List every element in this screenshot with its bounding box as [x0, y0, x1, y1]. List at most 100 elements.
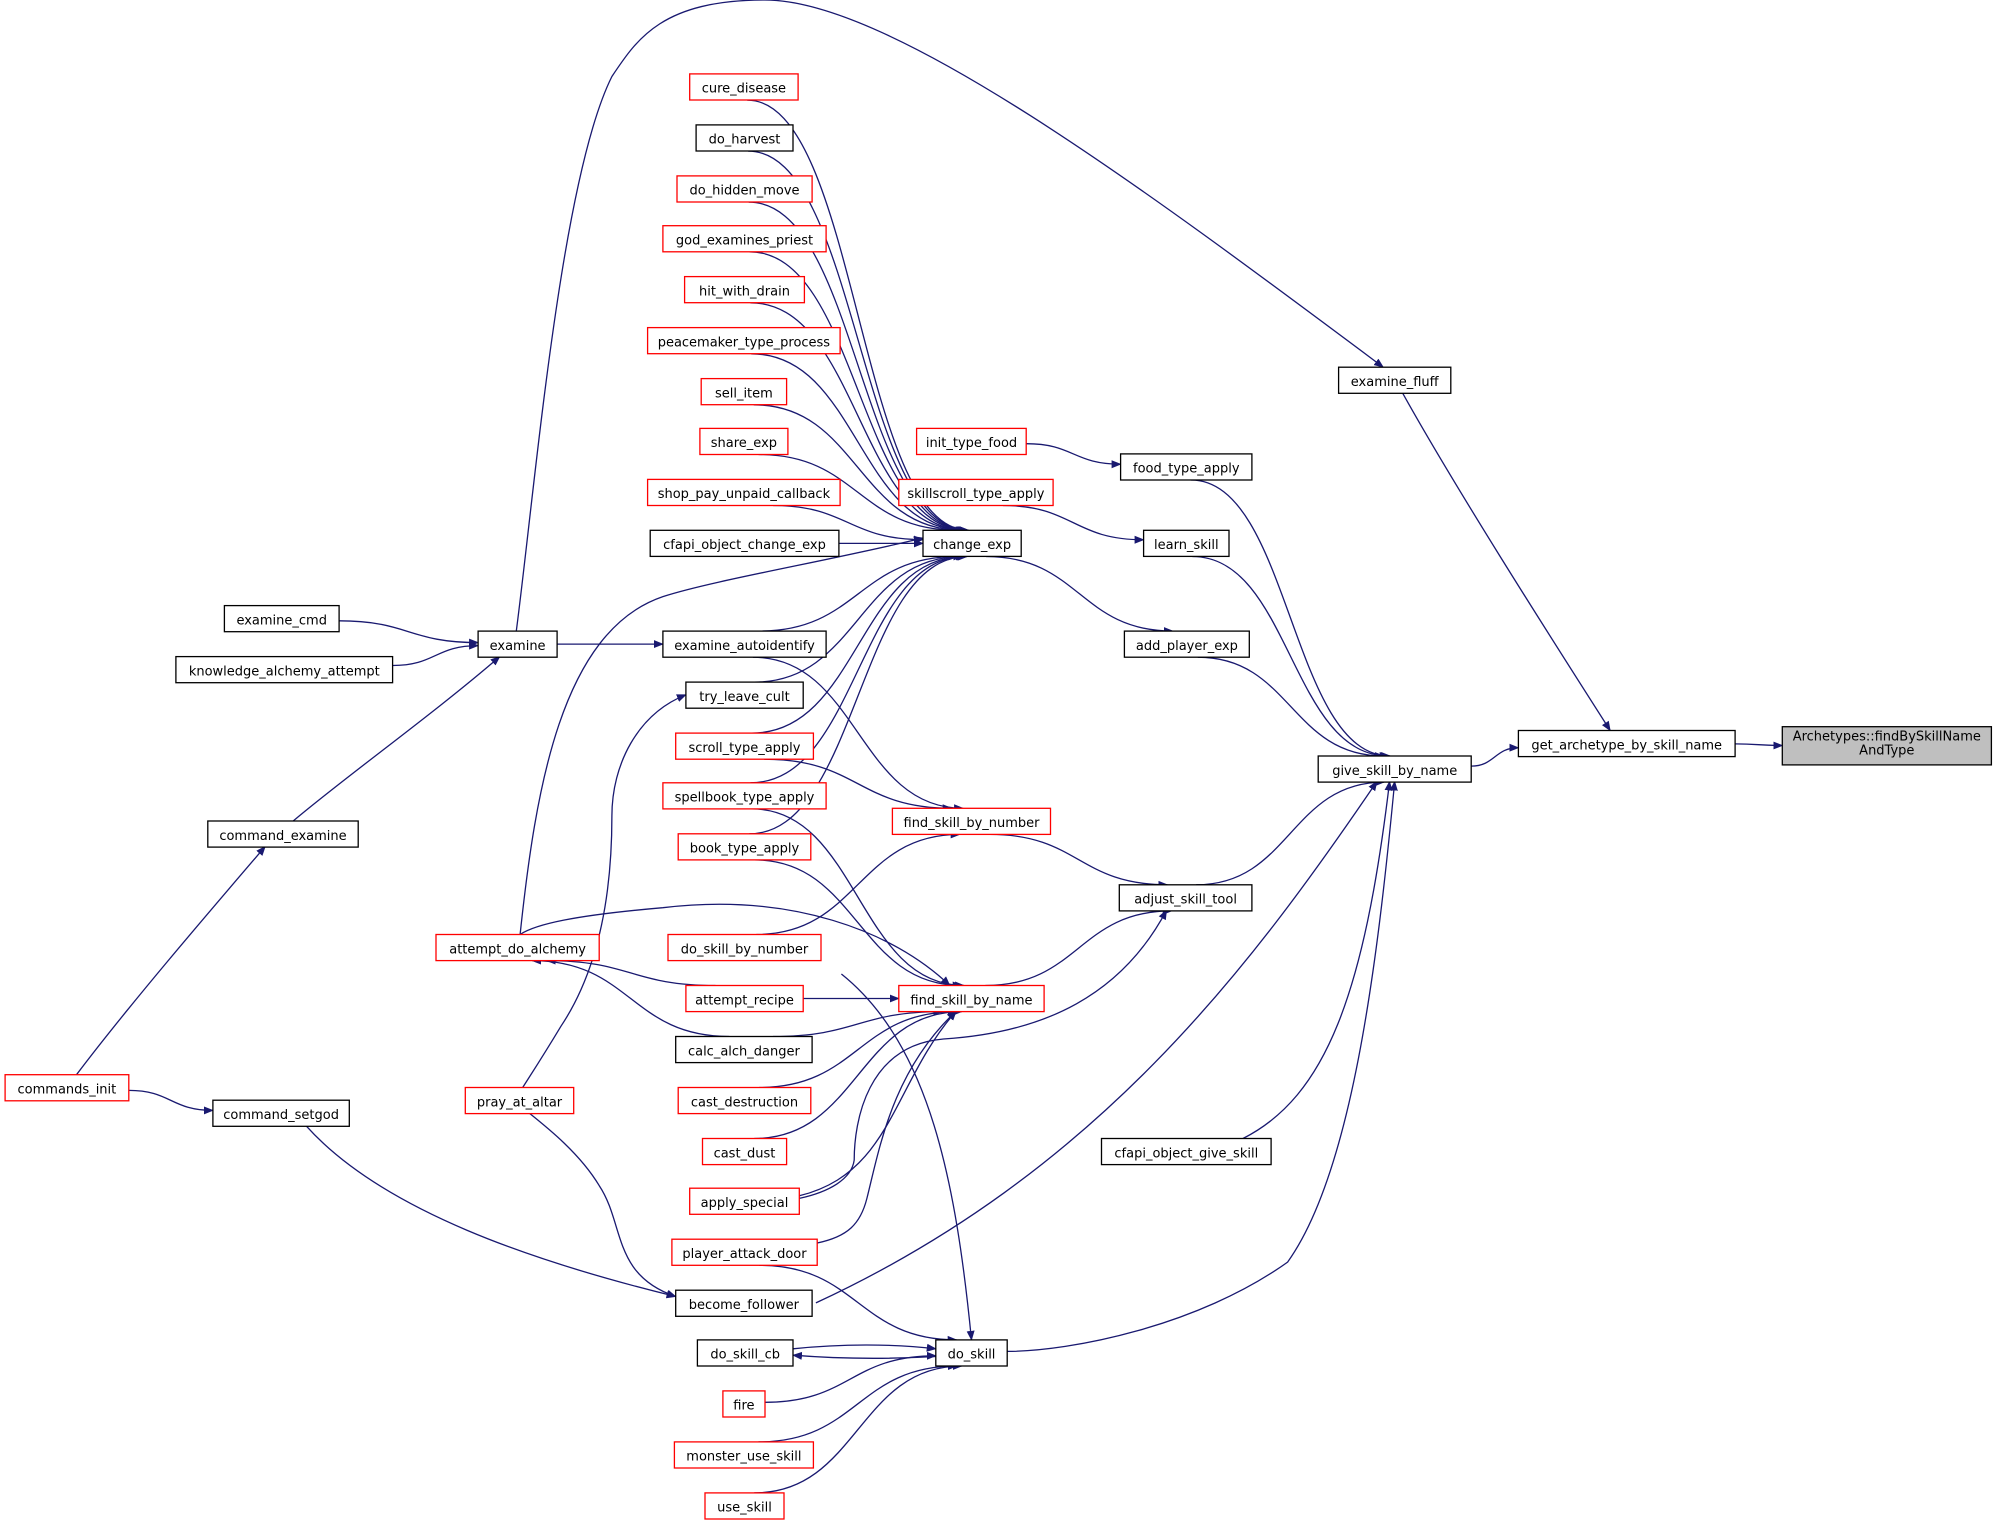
node-command_setgod[interactable]: command_setgod: [212, 1099, 350, 1127]
node-label-change_exp: change_exp: [933, 538, 1011, 553]
edge-change_exp-to-share_exp: [758, 453, 959, 535]
node-box-calc_alch_danger: [675, 1035, 813, 1064]
node-do_harvest[interactable]: do_harvest: [695, 124, 794, 152]
node-box-do_skill_by_number: [667, 933, 822, 962]
node-fire[interactable]: fire: [722, 1390, 766, 1418]
node-label-spellbook_type_apply: spellbook_type_apply: [675, 791, 815, 806]
node-box-shop_pay: [646, 478, 841, 507]
node-player_attack_door[interactable]: player_attack_door: [671, 1238, 818, 1266]
edge-change_exp-to-sell_item: [753, 404, 964, 535]
node-label-apply_special: apply_special: [701, 1196, 789, 1211]
node-do_skill_cb[interactable]: do_skill_cb: [696, 1339, 794, 1367]
node-cast_destruction[interactable]: cast_destruction: [677, 1086, 812, 1115]
node-box-food_type_apply: [1119, 453, 1253, 481]
edge-get_archetype-to-examine_fluff: [1401, 392, 1611, 732]
edge-change_exp-to-scroll_type_apply: [751, 552, 966, 734]
edge-give_skill-to-become_follower: [815, 780, 1378, 1304]
node-label-attempt_recipe: attempt_recipe: [695, 993, 794, 1008]
node-monster_use_skill[interactable]: monster_use_skill: [673, 1441, 815, 1469]
node-book_type_apply[interactable]: book_type_apply: [677, 833, 812, 861]
node-box-focus: [1781, 726, 1993, 766]
node-examine_cmd[interactable]: examine_cmd: [223, 604, 340, 633]
node-adjust_skill_tool[interactable]: adjust_skill_tool: [1118, 884, 1253, 912]
node-calc_alch_danger[interactable]: calc_alch_danger: [675, 1035, 813, 1064]
node-use_skill[interactable]: use_skill: [704, 1492, 785, 1520]
node-find_skill_by_name[interactable]: find_skill_by_name: [898, 984, 1045, 1013]
edge-do_skill-to-use_skill: [754, 1362, 963, 1494]
node-box-cfapi_give_skill: [1100, 1137, 1272, 1166]
node-box-cast_destruction: [677, 1086, 812, 1115]
node-learn_skill[interactable]: learn_skill: [1142, 529, 1230, 558]
node-box-knowledge_alchemy: [175, 655, 394, 684]
node-label-get_archetype: get_archetype_by_skill_name: [1531, 738, 1722, 753]
node-scroll_type_apply[interactable]: scroll_type_apply: [675, 732, 815, 760]
node-box-share_exp: [699, 427, 789, 456]
node-peacemaker[interactable]: peacemaker_type_process: [646, 326, 841, 355]
node-apply_special[interactable]: apply_special: [689, 1187, 800, 1215]
node-pray_at_altar[interactable]: pray_at_altar: [464, 1086, 575, 1115]
node-box-hit_with_drain: [683, 275, 806, 304]
edge-do_skill-to-player_attack_door: [759, 1264, 958, 1344]
node-label-attempt_do_alchemy: attempt_do_alchemy: [449, 942, 586, 957]
node-label-command_setgod: command_setgod: [223, 1108, 339, 1123]
node-spellbook_type_apply[interactable]: spellbook_type_apply: [662, 782, 827, 810]
node-hit_with_drain[interactable]: hit_with_drain: [683, 275, 806, 304]
node-do_skill_by_number[interactable]: do_skill_by_number: [667, 933, 822, 962]
node-share_exp[interactable]: share_exp: [699, 427, 789, 456]
node-box-add_player_exp: [1123, 630, 1250, 658]
node-add_player_exp[interactable]: add_player_exp: [1123, 630, 1250, 658]
node-examine_autoidentify[interactable]: examine_autoidentify: [662, 630, 827, 658]
node-get_archetype[interactable]: get_archetype_by_skill_name: [1517, 729, 1736, 758]
node-box-command_setgod: [212, 1099, 350, 1127]
node-knowledge_alchemy[interactable]: knowledge_alchemy_attempt: [175, 655, 394, 684]
node-label-do_skill_by_number: do_skill_by_number: [681, 942, 809, 957]
node-label-learn_skill: learn_skill: [1154, 538, 1219, 553]
node-box-fire: [722, 1390, 766, 1418]
node-box-pray_at_altar: [464, 1086, 575, 1115]
node-god_examines_priest[interactable]: god_examines_priest: [662, 225, 827, 253]
node-give_skill[interactable]: give_skill_by_name: [1317, 755, 1472, 783]
node-cure_disease[interactable]: cure_disease: [689, 73, 799, 101]
node-try_leave_cult[interactable]: try_leave_cult: [685, 681, 804, 709]
edge-command_examine-to-commands_init: [75, 845, 266, 1076]
edge-do_skill-to-do_skill_by_number: [840, 973, 975, 1341]
edge-change_exp-to-peacemaker: [751, 353, 966, 535]
node-label-do_skill: do_skill: [948, 1348, 996, 1363]
node-label-focus: Archetypes::findBySkillName: [1793, 730, 1981, 745]
node-command_examine[interactable]: command_examine: [207, 820, 359, 848]
node-skillscroll[interactable]: skillscroll_type_apply: [898, 478, 1054, 507]
node-commands_init[interactable]: commands_init: [4, 1074, 130, 1102]
node-examine[interactable]: examine: [477, 630, 558, 658]
node-attempt_do_alchemy[interactable]: attempt_do_alchemy: [435, 933, 600, 962]
node-box-examine_fluff: [1337, 366, 1452, 394]
edge-change_exp-to-examine_autoidentify: [759, 552, 959, 632]
node-label-cfapi_give_skill: cfapi_object_give_skill: [1114, 1146, 1258, 1161]
node-cfapi_give_skill[interactable]: cfapi_object_give_skill: [1100, 1137, 1272, 1166]
node-box-player_attack_door: [671, 1238, 818, 1266]
node-do_skill[interactable]: do_skill: [935, 1339, 1008, 1367]
node-change_exp[interactable]: change_exp: [922, 529, 1022, 558]
node-init_type_food[interactable]: init_type_food: [915, 427, 1027, 456]
node-shop_pay[interactable]: shop_pay_unpaid_callback: [646, 478, 841, 507]
node-do_hidden_move[interactable]: do_hidden_move: [676, 175, 813, 203]
node-attempt_recipe[interactable]: attempt_recipe: [685, 984, 804, 1013]
edge-give_skill-to-adjust_skill_tool: [1196, 778, 1386, 886]
edge-examine-to-examine_cmd: [339, 620, 480, 647]
node-find_skill_by_number[interactable]: find_skill_by_number: [891, 807, 1052, 836]
node-examine_fluff[interactable]: examine_fluff: [1337, 366, 1452, 394]
node-label-command_examine: command_examine: [219, 829, 346, 844]
node-box-give_skill: [1317, 755, 1472, 783]
node-box-cfapi_change_exp: [649, 529, 840, 558]
node-become_follower[interactable]: become_follower: [675, 1289, 813, 1317]
node-box-find_skill_by_number: [891, 807, 1052, 836]
edge-change_exp-to-attempt_do_alchemy: [519, 536, 924, 935]
node-label-hit_with_drain: hit_with_drain: [699, 285, 790, 300]
node-cast_dust[interactable]: cast_dust: [701, 1137, 788, 1166]
node-sell_item[interactable]: sell_item: [700, 377, 788, 406]
node-food_type_apply[interactable]: food_type_apply: [1119, 453, 1253, 481]
edge-get_archetype-to-give_skill: [1471, 743, 1520, 767]
node-label-cast_dust: cast_dust: [714, 1146, 776, 1161]
node-cfapi_change_exp[interactable]: cfapi_object_change_exp: [649, 529, 840, 558]
